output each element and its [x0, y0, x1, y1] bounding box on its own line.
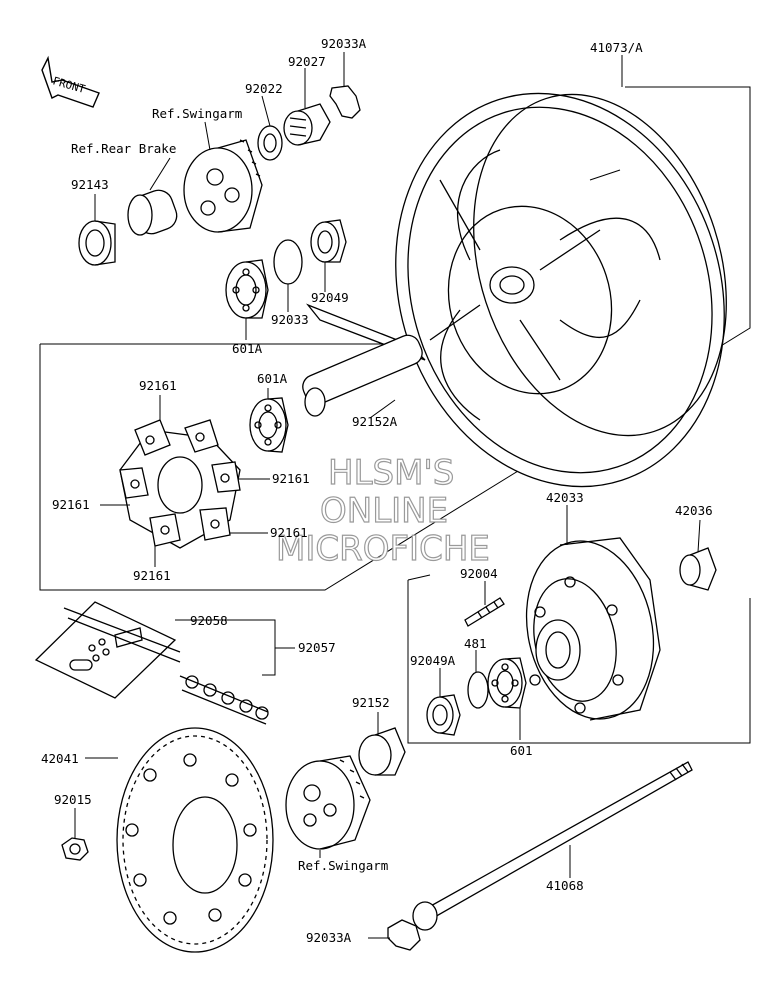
- label-601a-lower: 601A: [257, 371, 288, 386]
- seal-92049a: [426, 694, 461, 736]
- brake-spacer: [127, 189, 178, 236]
- label-92143: 92143: [71, 177, 109, 192]
- label-92161-left: 92161: [52, 497, 90, 512]
- label-92033: 92033: [271, 312, 309, 327]
- front-arrow-icon: FRONT: [41, 55, 100, 108]
- axle-41068: [412, 761, 693, 931]
- label-42033: 42033: [546, 490, 584, 505]
- label-ref-rear-brake: Ref.Rear Brake: [71, 141, 176, 156]
- label-601a-upper: 601A: [232, 341, 263, 356]
- washer-92022: [257, 125, 283, 161]
- label-92152a: 92152A: [352, 414, 398, 429]
- label-ref-swingarm-bottom: Ref.Swingarm: [298, 858, 388, 873]
- circlip-92033a-top: [329, 85, 361, 119]
- bearing-601a-upper: [225, 259, 269, 319]
- label-92152: 92152: [352, 695, 390, 710]
- label-92057: 92057: [298, 640, 336, 655]
- label-481: 481: [464, 636, 487, 651]
- collar-92143: [78, 220, 116, 266]
- label-601: 601: [510, 743, 533, 758]
- label-42041: 42041: [41, 751, 79, 766]
- label-92161-top: 92161: [139, 378, 177, 393]
- label-92049a: 92049A: [410, 653, 456, 668]
- bearing-601a-lower: [249, 397, 289, 453]
- label-92022: 92022: [245, 81, 283, 96]
- spacer-92152a: [302, 303, 426, 417]
- watermark: HLSM'S ONLINE MICROFICHE: [275, 452, 490, 569]
- label-92161-right-lower: 92161: [270, 525, 308, 540]
- label-92049: 92049: [311, 290, 349, 305]
- label-41073a: 41073/A: [590, 40, 643, 55]
- watermark-line2: ONLINE: [320, 491, 448, 531]
- damper-92161: [119, 419, 241, 549]
- leader-lines: [74, 52, 701, 939]
- rear-wheel-41073a: [395, 92, 727, 488]
- bearing-601: [487, 657, 527, 709]
- nut-92015: [61, 837, 89, 861]
- circlip-92033: [273, 239, 303, 285]
- label-42036: 42036: [675, 503, 713, 518]
- watermark-line3: MICROFICHE: [276, 529, 490, 569]
- swingarm-coupling-bottom: [285, 755, 371, 850]
- chain-joint-box: [34, 601, 177, 699]
- lower-assembly-box: [407, 574, 751, 744]
- part-labels: 92033A 92027 41073/A 92022 Ref.Swingarm …: [41, 36, 713, 945]
- label-92033a-bottom: 92033A: [306, 930, 352, 945]
- label-92027: 92027: [288, 54, 326, 69]
- sprocket-hub-42033: [525, 537, 661, 721]
- circlip-481: [467, 671, 489, 709]
- seal-92049: [310, 219, 347, 263]
- bushing-92027: [283, 103, 331, 146]
- watermark-line1: HLSM'S: [328, 453, 454, 493]
- circlip-92033a-bottom: [387, 919, 421, 951]
- label-ref-swingarm-top: Ref.Swingarm: [152, 106, 242, 121]
- drive-chain-92057: [63, 607, 269, 725]
- collar-42036: [679, 547, 717, 591]
- label-41068: 41068: [546, 878, 584, 893]
- label-92015: 92015: [54, 792, 92, 807]
- label-92058: 92058: [190, 613, 228, 628]
- label-92033a-top: 92033A: [321, 36, 367, 51]
- stud-92004: [464, 597, 505, 627]
- label-92161-bottom: 92161: [133, 568, 171, 583]
- collar-92152: [358, 727, 406, 776]
- label-92161-right-upper: 92161: [272, 471, 310, 486]
- rear-sprocket-42041: [116, 727, 274, 953]
- swingarm-coupling-top: [183, 139, 263, 233]
- label-92004: 92004: [460, 566, 498, 581]
